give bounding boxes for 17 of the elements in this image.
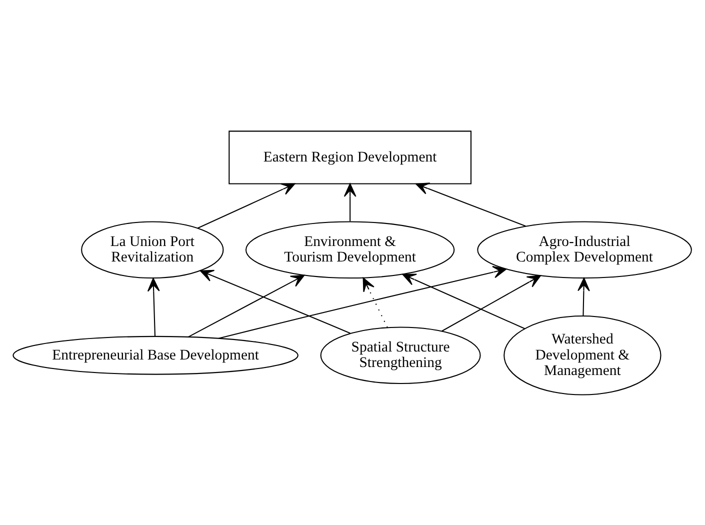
arrow (218, 266, 507, 338)
node-ellipse: Environment & Tourism Development (245, 220, 455, 278)
node-ellipse: Entrepreneurial Base Development (12, 335, 298, 374)
arrow (147, 277, 160, 336)
arrow (402, 273, 525, 329)
node-ellipse: Watershed Development & Management (504, 314, 662, 395)
arrow (415, 182, 526, 226)
node-box: Eastern Region Development (228, 130, 472, 184)
arrow (188, 274, 305, 337)
arrow (578, 277, 590, 316)
arrow (200, 269, 350, 334)
arrow (442, 274, 542, 332)
arrow (198, 182, 296, 228)
arrow (362, 277, 388, 328)
node-ellipse: Spatial Structure Strengthening (320, 326, 481, 384)
node-ellipse: La Union Port Revitalization (81, 220, 224, 278)
arrow (344, 182, 356, 221)
